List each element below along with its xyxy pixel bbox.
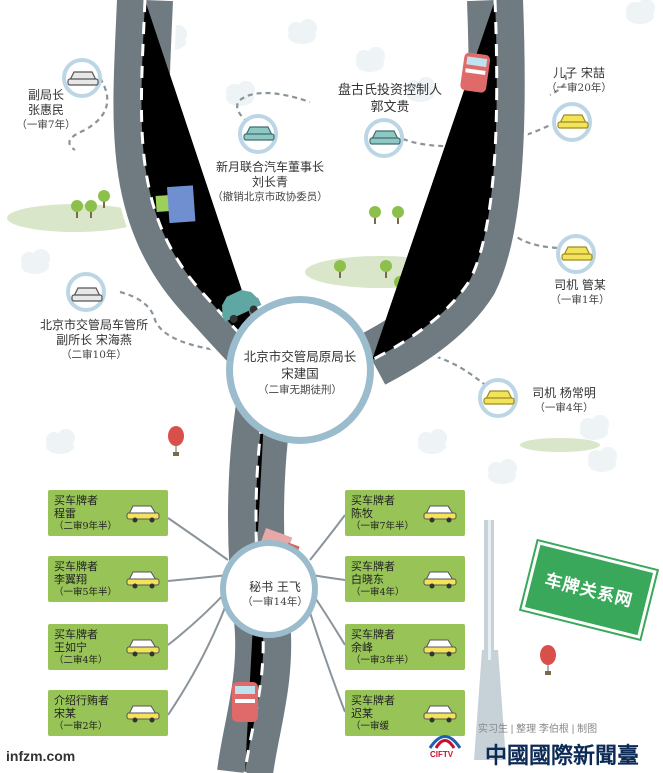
grass-patch bbox=[7, 204, 143, 232]
left-buyer-box: 买车牌者程雷（二审9年半） bbox=[48, 490, 168, 536]
person-label-yang: 司机 杨常明 （一审4年） bbox=[524, 386, 604, 416]
secretary-name: 秘书 王飞 bbox=[249, 580, 301, 594]
right-buyer-box: 买车牌者迟某（一审缓 bbox=[345, 690, 465, 736]
ciftv-logo-text: CIFTV bbox=[430, 750, 454, 759]
person-label-guo: 盘古氏投资控制人 郭文贵 bbox=[325, 82, 455, 116]
car-icon bbox=[126, 639, 160, 657]
left-buyer-box: 买车牌者李翼翔（一审5年半） bbox=[48, 556, 168, 602]
balloon bbox=[540, 645, 556, 675]
buyer-sentence: （一审5年半） bbox=[54, 587, 118, 598]
buyer-name: 迟某 bbox=[351, 707, 373, 720]
brand-watermark: 中國國際新聞臺 bbox=[485, 743, 640, 769]
person-label-liu: 新月联合汽车董事长 刘长青 （撤销北京市政协委员） bbox=[195, 160, 345, 205]
center-sentence: （二审无期徒刑） bbox=[258, 384, 342, 396]
balloon bbox=[168, 426, 184, 456]
buyer-role: 介绍行贿者 bbox=[54, 694, 109, 707]
buyer-sentence: （一审4年） bbox=[351, 587, 405, 598]
credit-text: 实习生 | 整理 李伯根 | 制图 bbox=[478, 724, 598, 735]
buyer-role: 买车牌者 bbox=[54, 560, 98, 573]
buyer-role: 买车牌者 bbox=[351, 694, 395, 707]
yang-sentence: （一审4年） bbox=[534, 402, 594, 414]
liu-sentence: （撤销北京市政协委员） bbox=[212, 191, 328, 203]
buyer-name: 王如宁 bbox=[54, 641, 87, 654]
son-role: 儿子 宋喆 bbox=[553, 66, 605, 80]
guan-sentence: （一审1年） bbox=[550, 294, 610, 306]
buyer-name: 陈牧 bbox=[351, 507, 373, 520]
guo-name: 郭文贵 bbox=[370, 100, 410, 115]
buyer-role: 买车牌者 bbox=[351, 494, 395, 507]
buyer-sentence: （一审缓 bbox=[351, 721, 390, 732]
grass-patch bbox=[520, 438, 600, 452]
buyer-sentence: （二审4年） bbox=[54, 655, 108, 666]
bus-vehicle bbox=[460, 52, 491, 93]
buyer-sentence: （一审2年） bbox=[54, 721, 108, 732]
center-label: 北京市交管局原局长 宋建国 （二审无期徒刑） bbox=[226, 348, 374, 399]
zhang-sentence: （一审7年） bbox=[16, 119, 76, 131]
person-label-son: 儿子 宋喆 （一审20年） bbox=[534, 66, 624, 96]
person-label-song: 北京市交管局车管所 副所长 宋海燕 （二审10年） bbox=[14, 318, 174, 363]
buyer-name: 白晓东 bbox=[351, 573, 384, 586]
person-label-zhang: 副局长 张惠民 （一审7年） bbox=[10, 88, 82, 133]
secretary-node bbox=[220, 540, 318, 638]
zhang-role: 副局长 bbox=[27, 88, 64, 102]
car-icon bbox=[423, 505, 457, 523]
buyer-sentence: （一审3年半） bbox=[351, 655, 415, 666]
buyer-name: 李翼翔 bbox=[54, 573, 87, 586]
song-name: 副所长 宋海燕 bbox=[56, 333, 132, 347]
buyer-role: 买车牌者 bbox=[54, 494, 98, 507]
buyer-name: 程雷 bbox=[54, 507, 76, 520]
site-watermark: infzm.com bbox=[6, 748, 76, 764]
song-role: 北京市交管局车管所 bbox=[39, 318, 148, 332]
guan-role: 司机 管某 bbox=[554, 278, 606, 292]
right-buyer-box: 买车牌者余峰（一审3年半） bbox=[345, 624, 465, 670]
buyer-role: 买车牌者 bbox=[351, 560, 395, 573]
bus-vehicle bbox=[232, 682, 258, 722]
car-icon bbox=[423, 639, 457, 657]
car-icon bbox=[423, 571, 457, 589]
car-icon bbox=[126, 505, 160, 523]
buyer-sentence: （二审9年半） bbox=[54, 521, 118, 532]
guo-role: 盘古氏投资控制人 bbox=[337, 83, 442, 98]
left-buyer-box: 介绍行贿者宋某（一审2年） bbox=[48, 690, 168, 736]
buyer-role: 买车牌者 bbox=[351, 628, 395, 641]
song-sentence: （二审10年） bbox=[61, 349, 127, 361]
zhang-name: 张惠民 bbox=[27, 103, 64, 117]
buyer-name: 宋某 bbox=[54, 707, 76, 720]
truck-vehicle bbox=[155, 185, 196, 224]
yang-role: 司机 杨常明 bbox=[532, 386, 596, 400]
son-sentence: （一审20年） bbox=[546, 82, 612, 94]
right-buyer-box: 买车牌者白晓东（一审4年） bbox=[345, 556, 465, 602]
left-buyer-box: 买车牌者王如宁（二审4年） bbox=[48, 624, 168, 670]
center-title: 北京市交管局原局长 bbox=[243, 349, 357, 364]
sign-pole bbox=[474, 520, 506, 760]
liu-role: 新月联合汽车董事长 bbox=[215, 160, 324, 174]
secretary-sentence: （一审14年） bbox=[242, 596, 308, 608]
secretary-label: 秘书 王飞 （一审14年） bbox=[220, 580, 330, 610]
car-icon bbox=[126, 571, 160, 589]
liu-name: 刘长青 bbox=[251, 175, 288, 189]
car-icon bbox=[423, 705, 457, 723]
buyer-sentence: （一审7年半） bbox=[351, 521, 415, 532]
right-buyer-box: 买车牌者陈牧（一审7年半） bbox=[345, 490, 465, 536]
car-icon bbox=[126, 705, 160, 723]
buyer-role: 买车牌者 bbox=[54, 628, 98, 641]
center-node bbox=[226, 296, 374, 444]
person-label-guan: 司机 管某 （一审1年） bbox=[540, 278, 620, 308]
center-name: 宋建国 bbox=[281, 366, 319, 381]
buyer-name: 余峰 bbox=[351, 641, 373, 654]
